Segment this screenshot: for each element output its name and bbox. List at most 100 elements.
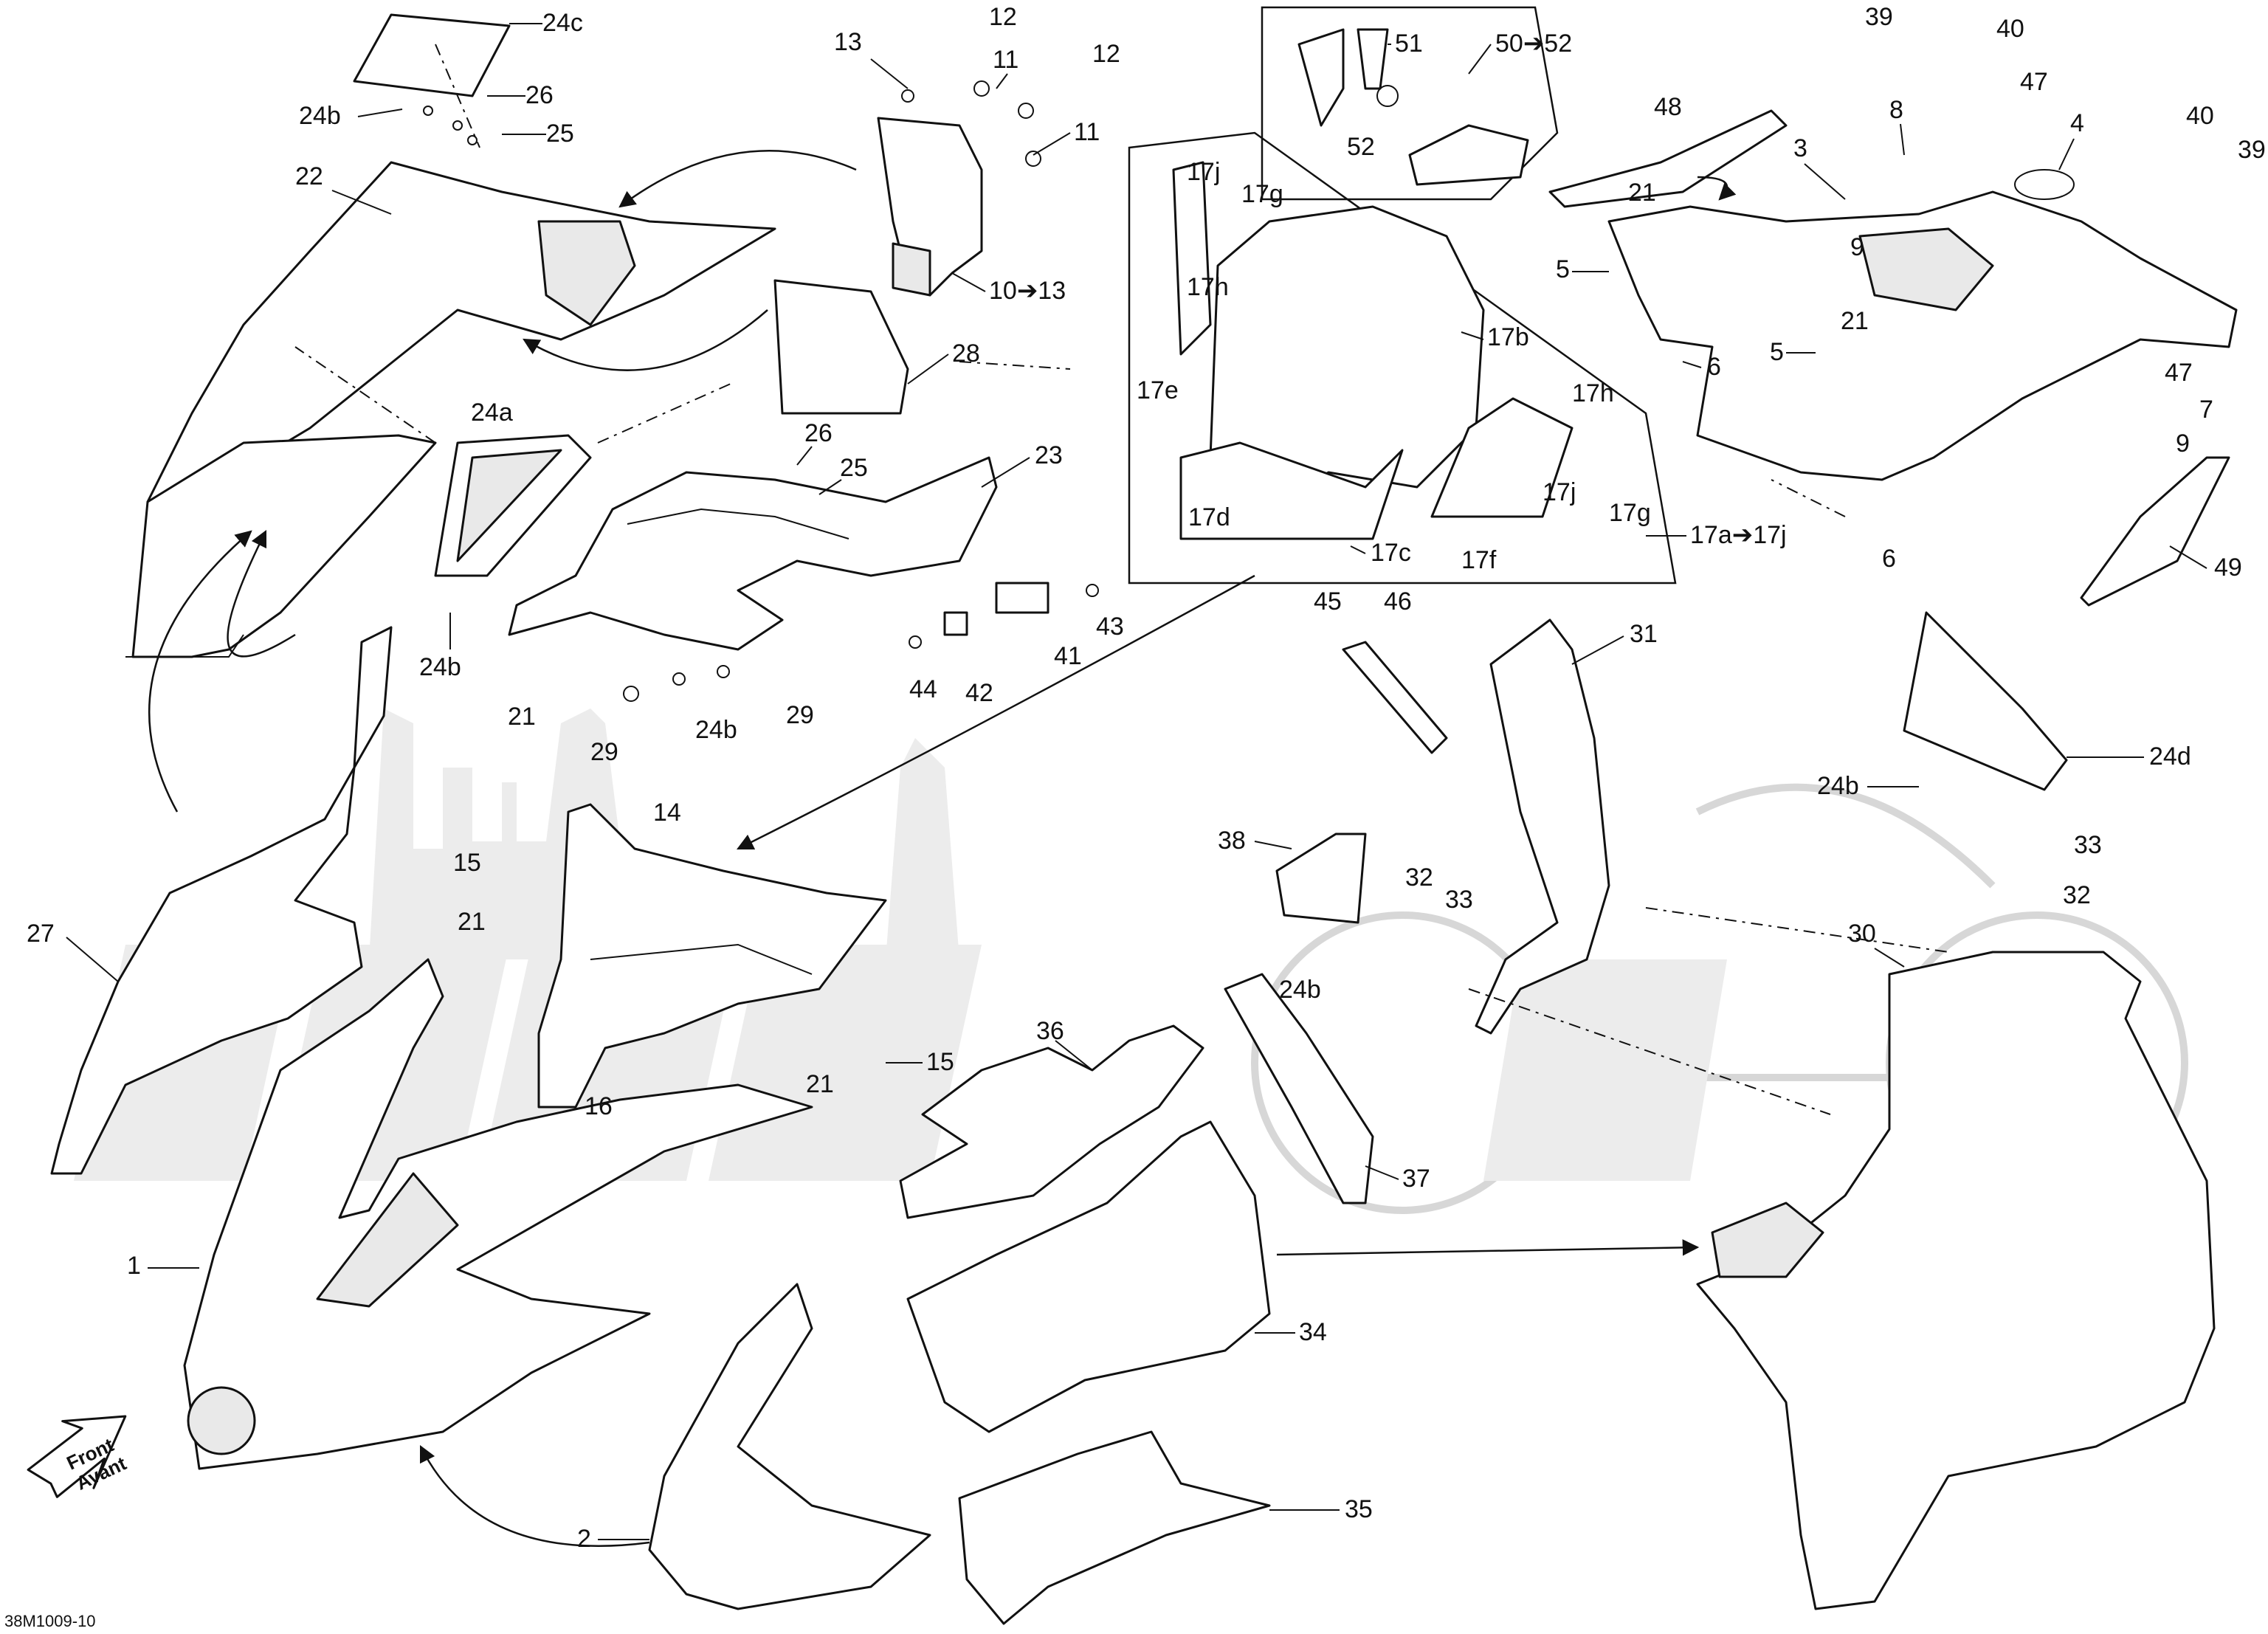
leader-49 (2169, 545, 2207, 569)
part-30-side-fairing (1696, 951, 2216, 1610)
callout-14: 14 (653, 799, 681, 827)
leader-4 (2058, 138, 2075, 170)
leader-23 (981, 457, 1030, 488)
part-22-upper-fairing (125, 161, 776, 658)
callout-24b-c: 24b (695, 716, 737, 744)
part-41-44-hardware (909, 582, 1099, 649)
callout-27: 27 (27, 920, 55, 948)
leader-10-13 (951, 272, 986, 292)
callout-40-a: 40 (1996, 15, 2024, 43)
callout-17j-b: 17j (1543, 478, 1576, 506)
part-27-side-panel (50, 626, 393, 1175)
callout-17h-a: 17h (1187, 273, 1229, 301)
callout-17j-a: 17j (1187, 158, 1220, 186)
part-37-panel (1224, 973, 1374, 1204)
callout-17f: 17f (1461, 546, 1497, 574)
leader-24b-a (357, 108, 403, 117)
part-24c-pad (353, 13, 511, 148)
callout-leaders (66, 23, 2207, 1540)
callout-39-b: 39 (2238, 136, 2266, 164)
callout-4: 4 (2070, 109, 2084, 137)
leader-25-b (818, 479, 842, 495)
leader-38 (1254, 841, 1292, 849)
callout-3: 3 (1793, 134, 1807, 162)
callout-21-e: 21 (806, 1070, 834, 1098)
callout-17c: 17c (1371, 539, 1411, 567)
callout-21-a: 21 (1628, 179, 1656, 207)
callout-21-d: 21 (458, 908, 486, 936)
callout-22: 22 (295, 162, 323, 190)
callout-17d: 17d (1188, 503, 1230, 531)
callout-26-a: 26 (525, 81, 554, 109)
callout-17h-b: 17h (1572, 379, 1614, 407)
leader-50-52 (1468, 44, 1492, 75)
callout-24b-a: 24b (299, 102, 341, 130)
callout-2: 2 (577, 1525, 591, 1553)
leader-8 (1900, 123, 1905, 156)
callout-47-b: 47 (2165, 359, 2193, 387)
callout-17g-b: 17g (1609, 499, 1651, 527)
callout-13: 13 (834, 28, 862, 56)
callout-28: 28 (952, 339, 980, 368)
callout-42: 42 (965, 679, 993, 707)
leader-6-a (1682, 361, 1702, 368)
callout-49: 49 (2214, 554, 2242, 582)
callout-40-b: 40 (2186, 102, 2214, 130)
callout-24a: 24a (471, 399, 513, 427)
part-49-strip (2080, 456, 2230, 607)
part-35-panel (958, 1430, 1271, 1625)
callout-48: 48 (1654, 93, 1682, 121)
part-31-bracket (1342, 618, 1610, 1035)
callout-26-b: 26 (804, 419, 833, 447)
callout-9-a: 9 (1850, 233, 1864, 261)
callout-24c: 24c (542, 9, 583, 37)
leader-26-b (796, 446, 813, 466)
callout-21-c: 21 (508, 703, 536, 731)
callout-41: 41 (1054, 642, 1082, 670)
part-28-pad (773, 279, 909, 415)
part-24a-vent (434, 434, 592, 577)
callout-43: 43 (1096, 613, 1124, 641)
callout-1: 1 (127, 1252, 141, 1280)
part-3-tank-cover (1548, 109, 2238, 481)
callout-17e: 17e (1137, 376, 1179, 404)
watermark (74, 709, 2188, 1214)
part-14-bracket (537, 803, 887, 1109)
callout-35: 35 (1345, 1495, 1373, 1523)
callout-45: 45 (1314, 587, 1342, 616)
leader-28 (907, 354, 949, 385)
callout-8: 8 (1889, 96, 1903, 124)
leader-22 (331, 190, 392, 215)
leader-13 (870, 58, 909, 89)
leader-37 (1365, 1165, 1399, 1180)
callout-5-a: 5 (1556, 255, 1570, 283)
part-34-panel (906, 1120, 1271, 1433)
callout-24b-d: 24b (1279, 976, 1321, 1004)
callout-25-b: 25 (840, 454, 868, 482)
callout-33-b: 33 (2074, 831, 2102, 859)
callout-16: 16 (585, 1092, 613, 1120)
leader-36 (1055, 1040, 1093, 1071)
diagram-reference-code: 38M1009-10 (4, 1612, 96, 1630)
callout-36: 36 (1036, 1017, 1064, 1045)
callout-31: 31 (1630, 620, 1658, 648)
callout-25-a: 25 (546, 120, 574, 148)
callout-11-a: 11 (993, 46, 1018, 74)
callout-17g-a: 17g (1241, 180, 1283, 208)
callout-9-b: 9 (2176, 430, 2190, 458)
callout-15-a: 15 (453, 849, 481, 877)
callout-17b: 17b (1487, 323, 1529, 351)
callout-44: 44 (909, 675, 937, 703)
callout-39-a: 39 (1865, 3, 1893, 31)
part-38-pad (1275, 832, 1367, 924)
callout-32-a: 32 (1405, 863, 1433, 892)
callout-17a-17j: 17a➔17j (1690, 521, 1787, 549)
callout-52: 52 (1347, 133, 1375, 161)
callout-6-a: 6 (1707, 353, 1721, 381)
callout-34: 34 (1299, 1318, 1327, 1346)
callout-33-a: 33 (1445, 886, 1473, 914)
callout-29-b: 29 (786, 701, 814, 729)
callout-38: 38 (1218, 827, 1246, 855)
assembly-guides (148, 149, 1949, 1547)
leader-27 (66, 937, 119, 982)
